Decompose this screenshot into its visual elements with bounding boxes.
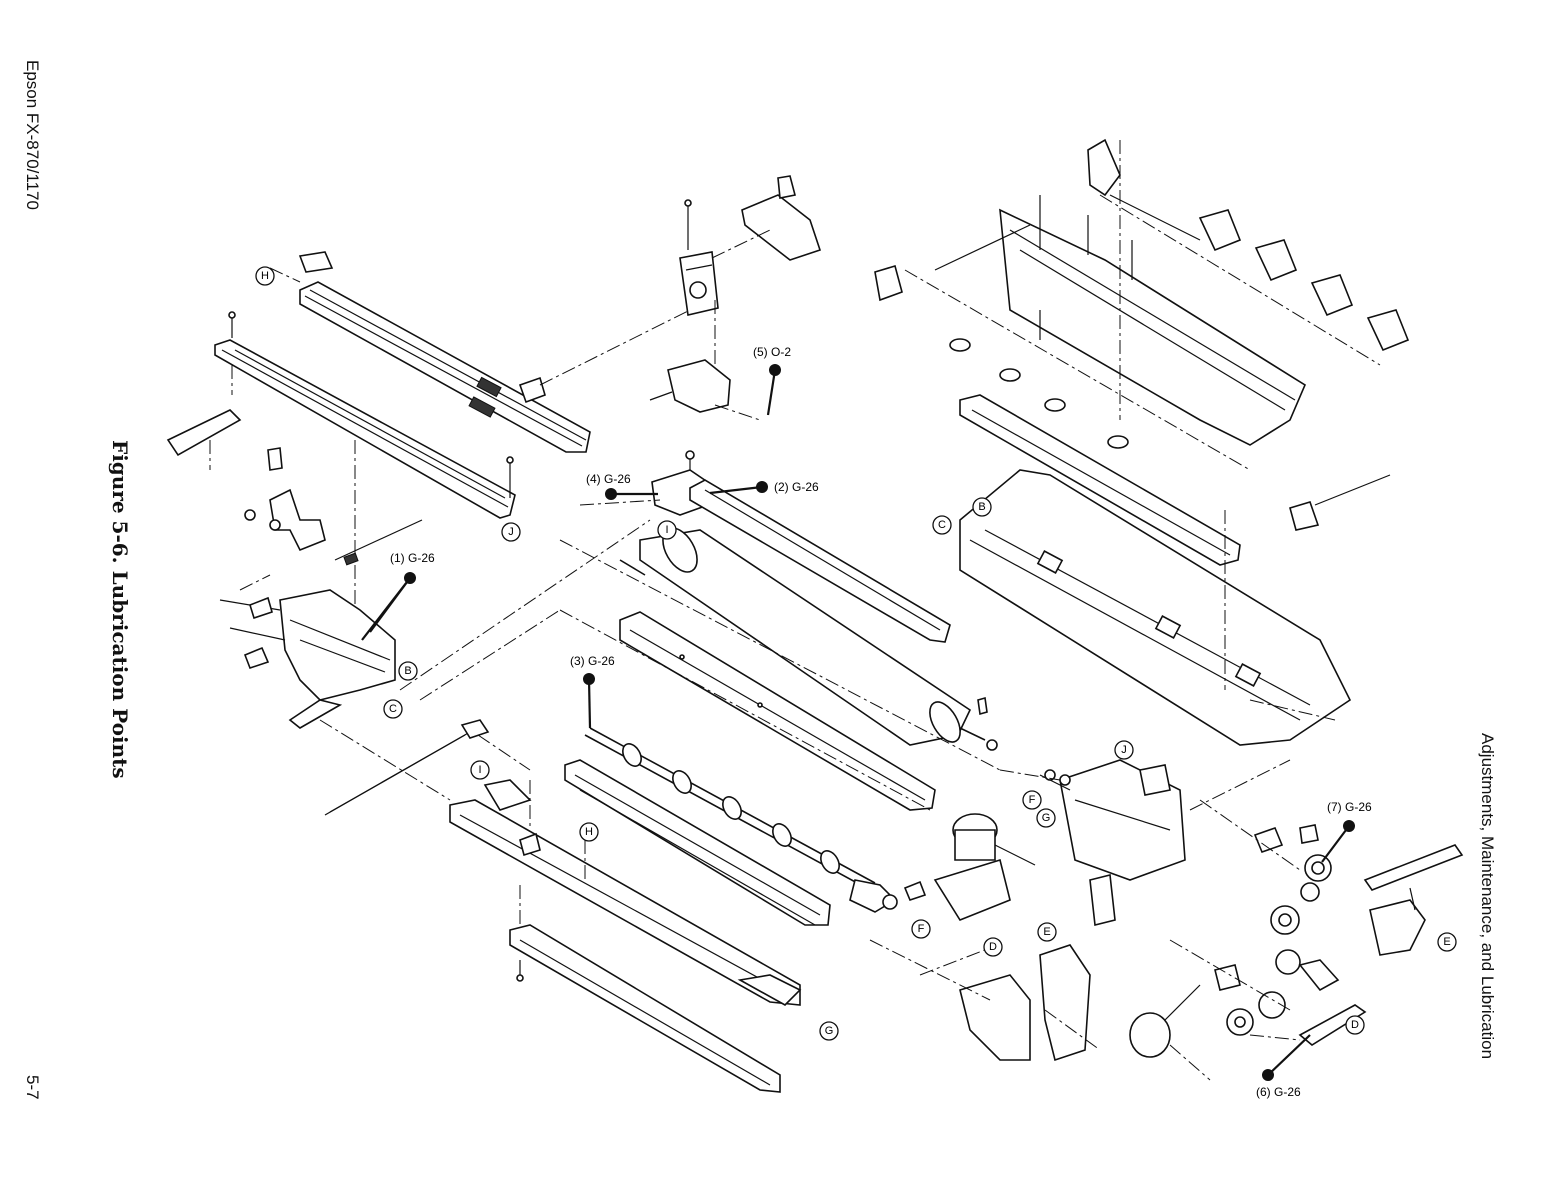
callout-letter: B (973, 498, 991, 516)
lube-point-5: (5) O-2 (753, 345, 791, 415)
lube-point-4: (4) G-26 (586, 472, 658, 500)
svg-text:D: D (989, 941, 997, 953)
lube-point-2: (2) G-26 (710, 480, 819, 494)
svg-text:H: H (261, 270, 269, 282)
callout-letter: E (1438, 933, 1456, 951)
svg-text:B: B (404, 665, 411, 677)
callout-letter: I (471, 761, 489, 779)
callout-letter: B (399, 662, 417, 680)
svg-text:J: J (508, 526, 514, 538)
lube-point-6: (6) G-26 (1256, 1035, 1310, 1099)
ribbon-drive-units (1200, 210, 1408, 350)
svg-text:F: F (918, 923, 925, 935)
svg-text:D: D (1351, 1019, 1359, 1031)
svg-text:(1) G-26: (1) G-26 (390, 551, 435, 565)
svg-text:(3) G-26: (3) G-26 (570, 654, 615, 668)
callout-letter: J (502, 523, 520, 541)
callout-letter: H (580, 823, 598, 841)
svg-text:G: G (1042, 812, 1051, 824)
svg-text:I: I (665, 524, 668, 536)
right-side-frame (1040, 760, 1185, 925)
gear-train (1170, 800, 1338, 1035)
svg-text:F: F (1029, 794, 1036, 806)
svg-text:E: E (1043, 926, 1050, 938)
paper-feed-motor-bracket (920, 945, 1100, 1060)
svg-text:(4) G-26: (4) G-26 (586, 472, 631, 486)
callout-letter: G (820, 1022, 838, 1040)
callout-letter: C (384, 700, 402, 718)
paper-tension-plate (215, 312, 515, 620)
svg-text:C: C (389, 703, 397, 715)
svg-text:(5) O-2: (5) O-2 (753, 345, 791, 359)
svg-text:C: C (938, 519, 946, 531)
callout-letter: J (1115, 741, 1133, 759)
lube-point-3: (3) G-26 (570, 654, 615, 728)
callout-letter: H (256, 267, 274, 285)
callout-letter: F (912, 920, 930, 938)
paper-feed-motor (1130, 985, 1210, 1080)
left-side-frame (220, 448, 422, 728)
svg-text:J: J (1121, 744, 1127, 756)
callout-letter: D (984, 938, 1002, 956)
callout-letter: G (1037, 809, 1055, 827)
svg-text:E: E (1443, 936, 1450, 948)
callout-letter: C (933, 516, 951, 534)
paper-guide-assembly (270, 252, 590, 452)
carriage-motor (905, 814, 1035, 920)
callout-letter: D (1346, 1016, 1364, 1034)
lube-point-7: (7) G-26 (1322, 800, 1372, 862)
svg-text:(2) G-26: (2) G-26 (774, 480, 819, 494)
svg-text:B: B (978, 501, 985, 513)
callout-letter: E (1038, 923, 1056, 941)
right-cable-sensor (1290, 475, 1390, 530)
callout-letter: F (1023, 791, 1041, 809)
lube-point-1: (1) G-26 (362, 551, 435, 640)
callout-letter: I (658, 521, 676, 539)
svg-text:(6) G-26: (6) G-26 (1256, 1085, 1301, 1099)
print-head-assembly (520, 176, 820, 420)
svg-text:H: H (585, 826, 593, 838)
svg-text:G: G (825, 1025, 834, 1037)
svg-text:I: I (478, 764, 481, 776)
sheet-label-left (168, 410, 240, 455)
svg-text:(7) G-26: (7) G-26 (1327, 800, 1372, 814)
